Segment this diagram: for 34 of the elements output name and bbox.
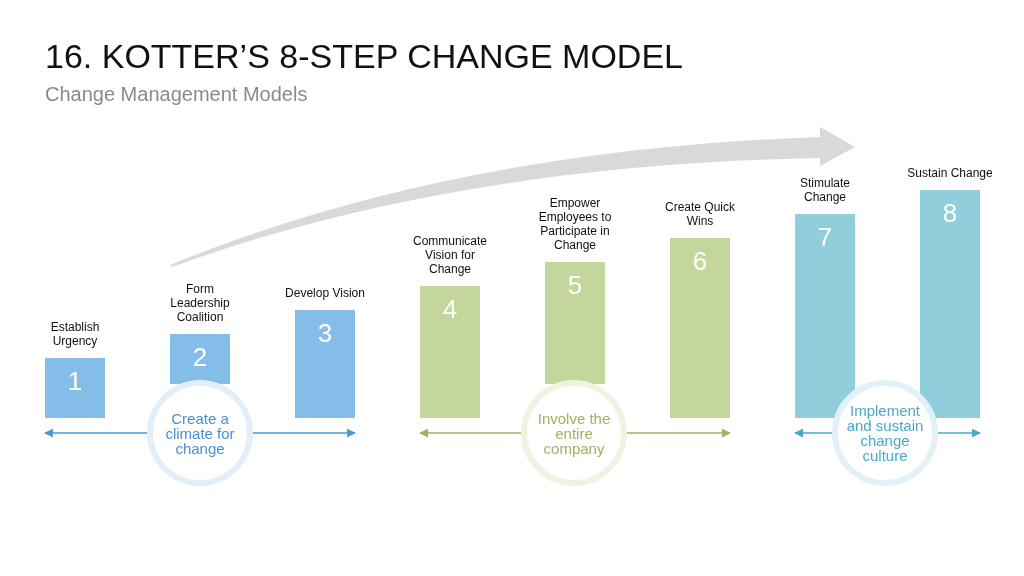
phase-text: Create a climate for change: [164, 410, 236, 456]
step-label: Sustain Change: [906, 165, 994, 180]
step-label: Communicate Vision for Change: [412, 233, 488, 276]
step-number: 8: [942, 198, 958, 228]
step-number: 3: [317, 318, 333, 348]
step-bar: [45, 358, 105, 418]
step-bar: [670, 238, 730, 418]
arrow: [794, 428, 833, 438]
step-label: Create Quick Wins: [664, 199, 736, 228]
step-label: Develop Vision: [284, 285, 366, 300]
arrow: [44, 428, 148, 438]
phase-text: Involve the entire company: [536, 410, 612, 456]
arrow: [252, 428, 356, 438]
step-number: 2: [192, 342, 208, 372]
title: 16. KOTTER’S 8-STEP CHANGE MODEL: [45, 36, 683, 76]
step-label: Form Leadership Coalition: [169, 281, 231, 324]
step-number: 4: [442, 294, 458, 324]
step-bar: [170, 334, 230, 384]
step-label: Stimulate Change: [799, 175, 851, 204]
arrow: [626, 428, 731, 438]
step-label: Establish Urgency: [49, 319, 101, 348]
step-number: 6: [692, 246, 708, 276]
step-number: 1: [67, 366, 83, 396]
step-bar: [295, 310, 355, 418]
step-number: 5: [567, 270, 583, 300]
subtitle: Change Management Models: [45, 82, 308, 106]
arrow: [937, 428, 981, 438]
step-bar: [420, 286, 480, 418]
phase-text: Implement and sustain change culture: [845, 403, 925, 463]
step-bar: [920, 190, 980, 418]
step-bar: [545, 262, 605, 384]
arrow: [419, 428, 522, 438]
step-label: Empower Employees to Participate in Change: [537, 195, 613, 252]
step-number: 7: [817, 222, 833, 252]
